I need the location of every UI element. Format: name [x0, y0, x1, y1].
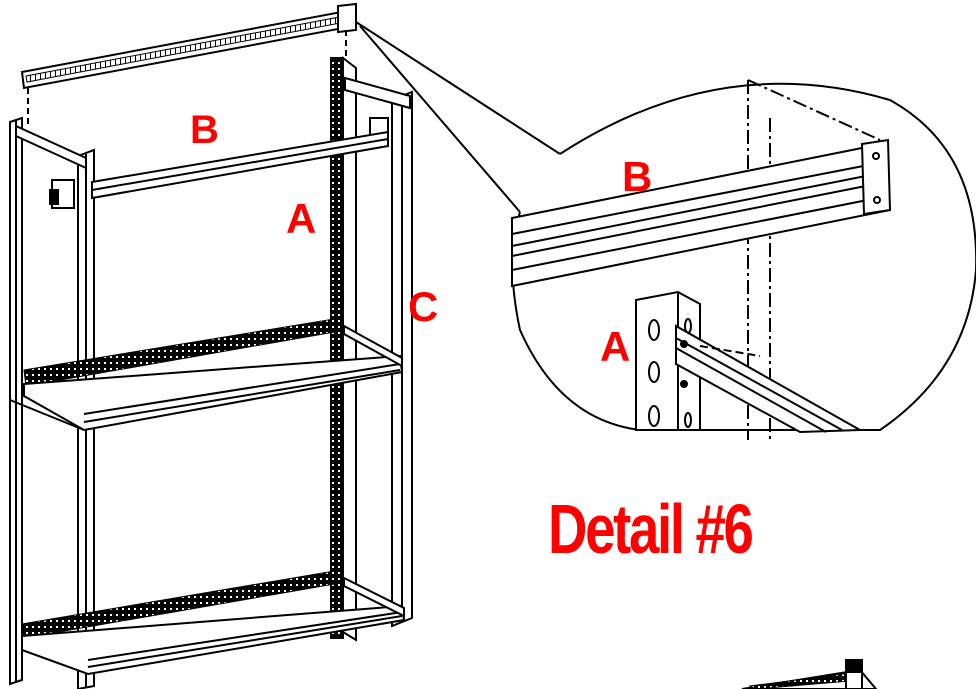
top-beam	[20, 2, 357, 90]
front-left-post	[9, 116, 23, 686]
detail-title: Detail #6	[548, 490, 754, 568]
detail-beam	[511, 138, 892, 288]
middle-shelf	[9, 317, 404, 432]
shelving-frame	[9, 2, 413, 689]
back-post	[330, 55, 357, 642]
detail-lower-beam	[675, 324, 864, 434]
detail-magnifier	[511, 79, 976, 440]
label-b-detail: B	[622, 153, 653, 200]
bottom-shelf	[21, 569, 406, 676]
label-c-post: C	[408, 283, 439, 330]
label-a-post: A	[286, 195, 317, 242]
label-a-detail: A	[600, 323, 631, 370]
upper-beam	[91, 130, 389, 200]
partial-shelf-corner	[741, 659, 878, 689]
label-b-beam: B	[190, 108, 219, 152]
callout-lines	[355, 21, 561, 213]
